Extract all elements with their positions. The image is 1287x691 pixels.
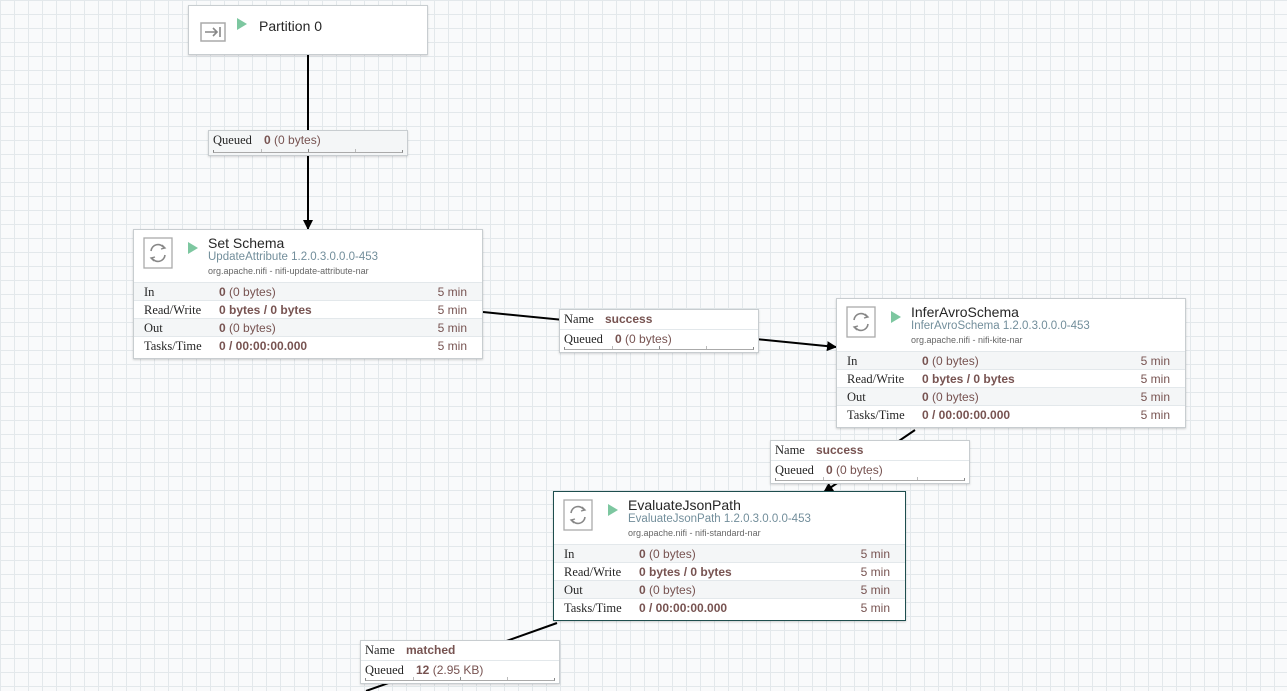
stat-out: Out 0 (0 bytes) 5 min [554, 580, 905, 598]
queued-label: Queued [213, 133, 252, 147]
processor-type: EvaluateJsonPath 1.2.0.3.0.0.0-453 [628, 513, 811, 525]
processor-icon [143, 237, 173, 269]
input-port-icon [200, 22, 226, 42]
stat-out: Out 0 (0 bytes) 5 min [134, 318, 482, 336]
port-name: Partition 0 [259, 18, 323, 34]
queued-row: Queued 0 (0 bytes) [209, 131, 407, 155]
stat-read-write: Read/Write 0 bytes / 0 bytes 5 min [554, 562, 905, 580]
connection-name-row: Name matched [365, 643, 456, 657]
processor-icon [846, 306, 876, 338]
stat-tasks-time: Tasks/Time 0 / 00:00:00.000 5 min [134, 336, 482, 358]
processor-icon [563, 499, 593, 531]
stat-in: In 0 (0 bytes) 5 min [837, 351, 1185, 369]
connection-name-row: Name success [775, 443, 864, 457]
connection-label-success-1[interactable]: Name success Queued 0 (0 bytes) [559, 309, 759, 353]
processor-bundle: org.apache.nifi - nifi-standard-nar [628, 528, 761, 538]
stat-in: In 0 (0 bytes) 5 min [554, 544, 905, 562]
queue-bar [365, 677, 555, 681]
stat-out: Out 0 (0 bytes) 5 min [837, 387, 1185, 405]
processor-bundle: org.apache.nifi - nifi-update-attribute-… [208, 266, 369, 276]
stat-read-write: Read/Write 0 bytes / 0 bytes 5 min [134, 300, 482, 318]
connection-name-row: Name success [564, 312, 653, 326]
processor-name: EvaluateJsonPath [628, 497, 741, 513]
queued-row: Queued 0 (0 bytes) [771, 460, 969, 483]
processor-name: Set Schema [208, 235, 285, 251]
queue-bar [213, 149, 403, 153]
processor-type: UpdateAttribute 1.2.0.3.0.0.0-453 [208, 251, 379, 263]
processor-infer-avro-schema[interactable]: InferAvroSchema InferAvroSchema 1.2.0.3.… [836, 298, 1186, 428]
processor-type: InferAvroSchema 1.2.0.3.0.0.0-453 [911, 320, 1090, 332]
run-status-icon [237, 18, 247, 30]
stat-in: In 0 (0 bytes) 5 min [134, 282, 482, 300]
queued-row: Queued 12 (2.95 KB) [361, 660, 559, 683]
connection-label-matched[interactable]: Name matched Queued 12 (2.95 KB) [360, 640, 560, 684]
queued-row: Queued 0 (0 bytes) [560, 329, 758, 352]
queue-bar [564, 346, 754, 350]
processor-name: InferAvroSchema [911, 304, 1019, 320]
queued-value: 0 (0 bytes) [264, 133, 321, 147]
processor-set-schema[interactable]: Set Schema UpdateAttribute 1.2.0.3.0.0.0… [133, 229, 483, 359]
processor-bundle: org.apache.nifi - nifi-kite-nar [911, 335, 1023, 345]
run-status-icon [891, 311, 901, 323]
connection-label-success-2[interactable]: Name success Queued 0 (0 bytes) [770, 440, 970, 484]
stat-tasks-time: Tasks/Time 0 / 00:00:00.000 5 min [554, 598, 905, 620]
stat-tasks-time: Tasks/Time 0 / 00:00:00.000 5 min [837, 405, 1185, 427]
run-status-icon [608, 504, 618, 516]
processor-evaluate-json-path[interactable]: EvaluateJsonPath EvaluateJsonPath 1.2.0.… [553, 491, 906, 621]
connection-label-queued[interactable]: Queued 0 (0 bytes) [208, 130, 408, 156]
stat-read-write: Read/Write 0 bytes / 0 bytes 5 min [837, 369, 1185, 387]
input-port-partition-0[interactable]: Partition 0 [188, 5, 428, 55]
run-status-icon [188, 242, 198, 254]
queue-bar [775, 477, 965, 481]
